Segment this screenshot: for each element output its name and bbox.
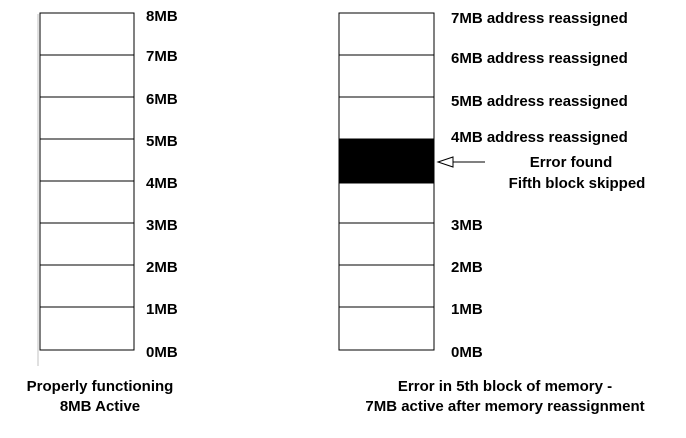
right-label-6mb-reassigned: 6MB address reassigned	[451, 50, 628, 67]
callout-fifth-block-skipped: Fifth block skipped	[509, 175, 646, 192]
right-caption: Error in 5th block of memory - 7MB activ…	[365, 378, 644, 415]
memory-block	[39, 54, 135, 98]
error-callout-arrow	[436, 156, 485, 168]
right-label-1mb: 1MB	[451, 301, 483, 318]
memory-block	[39, 180, 135, 224]
left-caption: Properly functioning 8MB Active	[27, 378, 174, 415]
left-label-3mb: 3MB	[146, 217, 178, 234]
memory-block	[39, 222, 135, 266]
memory-block	[39, 12, 135, 56]
left-label-2mb: 2MB	[146, 259, 178, 276]
right-caption-line1: Error in 5th block of memory -	[398, 378, 612, 395]
left-label-1mb: 1MB	[146, 301, 178, 318]
callout-error-found: Error found	[530, 154, 613, 171]
left-label-5mb: 5MB	[146, 133, 178, 150]
left-label-8mb: 8MB	[146, 8, 178, 25]
right-memory-stack	[338, 12, 435, 351]
left-caption-line2: 8MB Active	[60, 398, 140, 415]
right-label-0mb: 0MB	[451, 344, 483, 361]
memory-block	[338, 264, 435, 308]
left-caption-line1: Properly functioning	[27, 378, 174, 395]
error-callout-text: Error found Fifth block skipped	[509, 154, 646, 192]
right-label-4mb-reassigned: 4MB address reassigned	[451, 129, 628, 146]
memory-block	[39, 96, 135, 140]
right-caption-line2: 7MB active after memory reassignment	[365, 398, 644, 415]
left-label-4mb: 4MB	[146, 175, 178, 192]
left-memory-stack	[39, 12, 135, 351]
right-label-5mb-reassigned: 5MB address reassigned	[451, 93, 628, 110]
right-labels: 7MB address reassigned 6MB address reass…	[451, 10, 628, 361]
memory-block	[39, 264, 135, 308]
memory-block	[39, 138, 135, 182]
memory-block	[338, 96, 435, 140]
left-labels: 8MB 7MB 6MB 5MB 4MB 3MB 2MB 1MB 0MB	[146, 8, 178, 361]
memory-block	[338, 12, 435, 56]
memory-block	[39, 306, 135, 351]
left-label-0mb: 0MB	[146, 344, 178, 361]
memory-block	[338, 222, 435, 266]
right-label-3mb: 3MB	[451, 217, 483, 234]
failed-memory-block	[338, 138, 435, 184]
memory-block	[338, 182, 435, 224]
right-label-2mb: 2MB	[451, 259, 483, 276]
arrow-head-icon	[436, 156, 454, 168]
right-label-7mb-reassigned: 7MB address reassigned	[451, 10, 628, 27]
left-label-6mb: 6MB	[146, 91, 178, 108]
memory-block	[338, 306, 435, 351]
left-label-7mb: 7MB	[146, 48, 178, 65]
memory-block	[338, 54, 435, 98]
